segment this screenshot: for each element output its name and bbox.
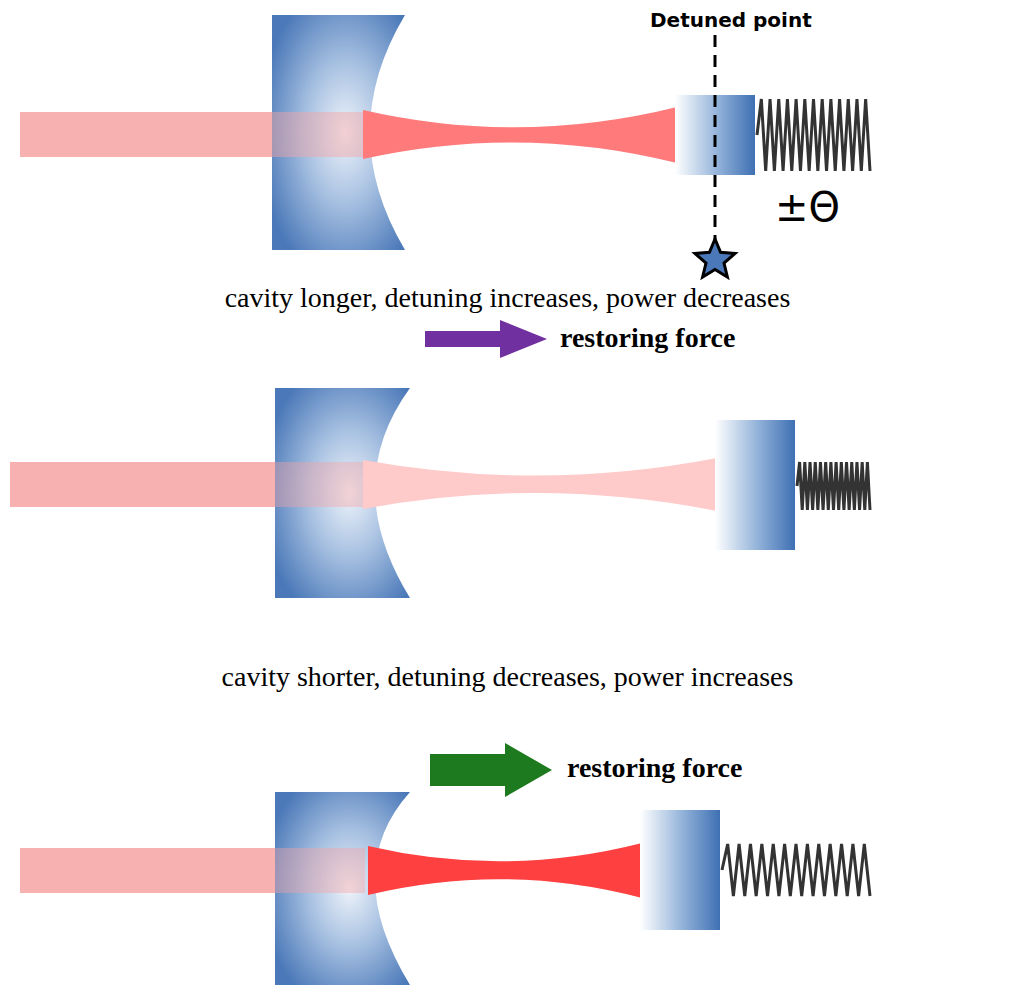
force-label: restoring force — [567, 753, 742, 784]
spring — [757, 99, 870, 171]
cavity-beam — [363, 458, 717, 511]
angle-label: ±Θ — [775, 185, 840, 229]
arrow — [430, 743, 552, 797]
detuned-line — [714, 35, 717, 245]
input-beam — [20, 848, 365, 893]
force-label: restoring force — [560, 323, 735, 354]
arrow — [425, 320, 547, 358]
star-marker — [695, 239, 735, 277]
input-beam — [10, 462, 365, 507]
spring-coil — [722, 844, 870, 896]
caption-text: cavity shorter, detuning decreases, powe… — [222, 662, 794, 693]
end-mirror — [715, 420, 795, 550]
spring-coil — [757, 99, 870, 171]
spring — [797, 462, 870, 510]
beam-in-mirror — [275, 462, 365, 507]
cavity-beam — [363, 107, 677, 163]
spring-coil — [797, 462, 870, 510]
beam-in-mirror — [275, 848, 365, 893]
end-mirror — [640, 810, 720, 930]
beam-in-mirror — [272, 112, 365, 157]
spring — [722, 844, 870, 896]
input-beam — [20, 112, 370, 157]
caption-text: cavity longer, detuning increases, power… — [225, 283, 791, 314]
point-label: Detuned point — [650, 9, 812, 31]
cavity-beam — [368, 843, 642, 898]
